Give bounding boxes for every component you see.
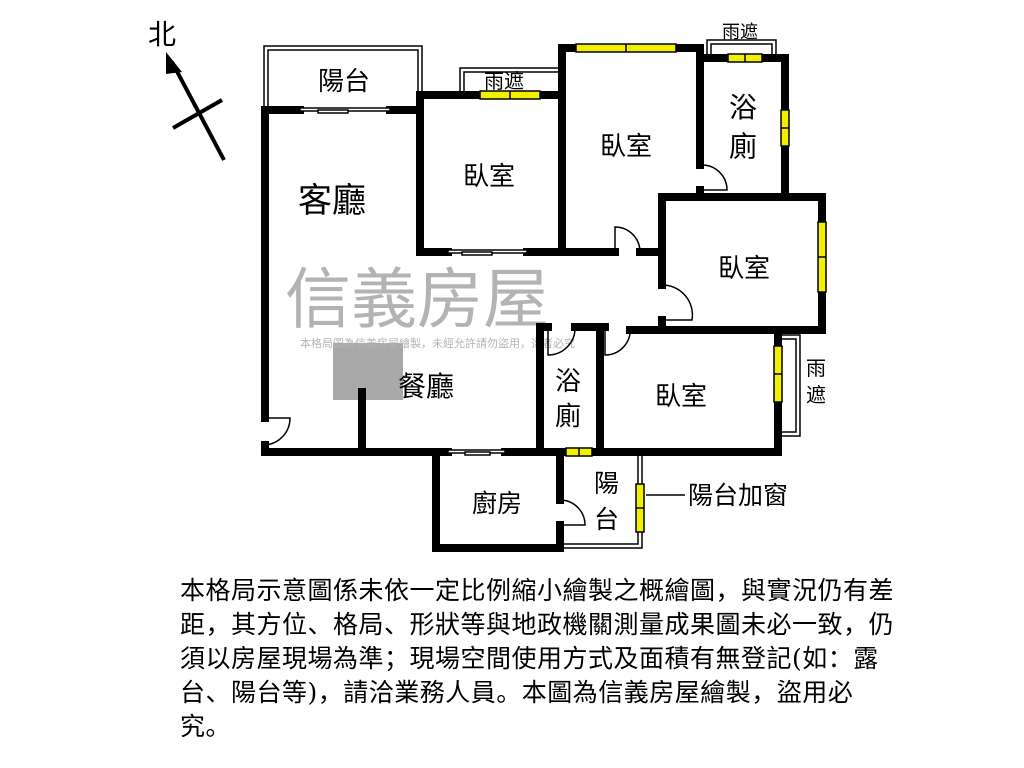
label-bath-2-a: 浴 [555,367,581,397]
label-bath-2-b: 廁 [555,402,581,432]
label-balcony-top: 陽台 [318,67,370,97]
label-living-room: 客廳 [298,181,366,221]
label-bedroom-3: 臥室 [718,254,770,284]
windows [479,43,827,533]
label-bedroom-4: 臥室 [655,382,707,412]
compass-label: 北 [148,18,176,51]
room-labels: 陽台 客廳 臥室 臥室 臥室 臥室 浴 廁 浴 廁 餐廳 廚房 陽 台 雨遮 雨… [298,22,826,534]
label-awning-1: 雨遮 [484,69,524,93]
swing-doors [264,164,728,526]
sliding-doors [299,107,528,456]
watermark-brand: 信義房屋 [285,261,549,338]
label-balcony-bottom-a: 陽 [594,469,619,498]
label-awning-3-b: 遮 [806,383,826,407]
watermark-line: 本格局圖為信義房屋繪製，未經允許請勿盜用，違者必究 [300,336,575,350]
label-dining: 餐廳 [398,370,454,403]
label-balcony-bottom-b: 台 [594,505,619,534]
label-bedroom-2: 臥室 [600,132,652,162]
label-kitchen: 廚房 [472,489,522,518]
label-bath-1-a: 浴 [729,91,757,124]
watermark-logo-icon [333,343,403,400]
label-balcony-window: 陽台加窗 [688,481,788,510]
disclaimer-text: 本格局示意圖係未依一定比例縮小繪製之概繪圖，與實況仍有差距，其方位、格局、形狀等… [180,576,895,741]
north-arrow-icon: 北 [148,18,226,161]
watermark: 信義房屋 本格局圖為信義房屋繪製，未經允許請勿盜用，違者必究 [285,261,575,400]
label-bedroom-1: 臥室 [463,162,515,192]
label-bath-1-b: 廁 [729,130,757,163]
label-awning-3-a: 雨 [806,356,826,380]
label-awning-2: 雨遮 [722,22,758,43]
